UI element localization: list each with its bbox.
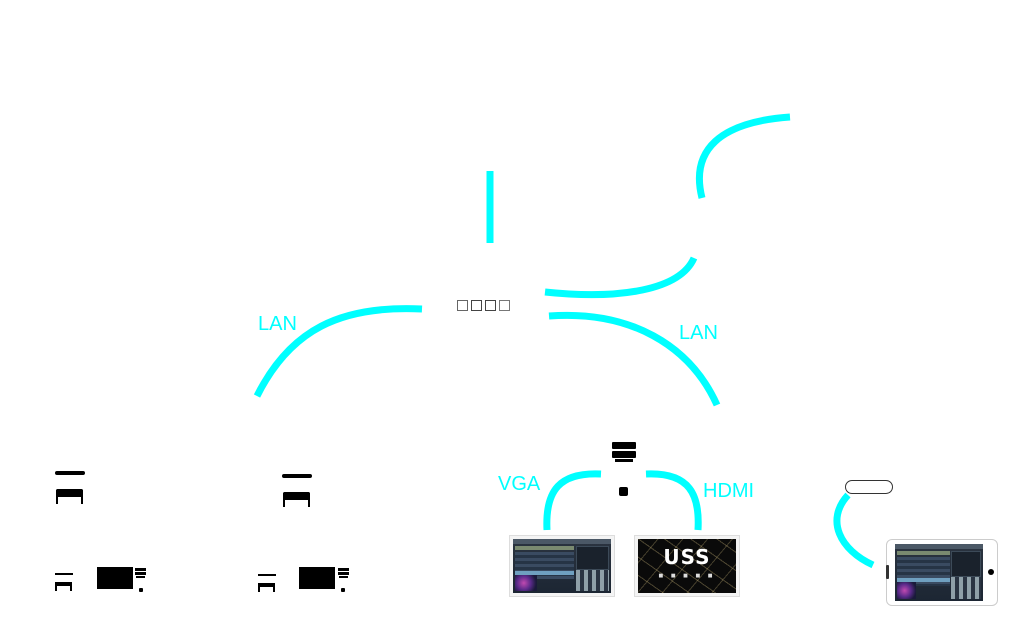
phone-icon: [886, 539, 998, 606]
dot-icon: [139, 588, 143, 592]
app-screenshot: [513, 539, 611, 593]
phone-side-button-icon: [886, 565, 889, 579]
hdmi-wire: [645, 470, 702, 531]
switch-port-icon: [485, 300, 496, 311]
server-mini-icon: [338, 568, 349, 578]
phone-home-button-icon: [988, 569, 994, 575]
hdmi-label: HDMI: [703, 480, 755, 502]
wan-wire-lower: [544, 256, 698, 299]
vga-display-thumbnail: [509, 535, 615, 597]
uss-logo-subtitle: ■ ■ ■ ■ ■: [658, 573, 716, 579]
monitor-small-icon: [55, 573, 73, 592]
mobile-connector-icon: [845, 480, 893, 494]
switch-port-icon: [457, 300, 468, 311]
lan-label-right: LAN: [679, 322, 718, 344]
lan-wire-right: [548, 311, 721, 407]
uss-logo: USS: [663, 545, 711, 569]
hdmi-display-thumbnail: USS ■ ■ ■ ■ ■: [634, 535, 740, 597]
server-mini-icon: [135, 568, 146, 578]
monitor-icon: [55, 471, 85, 505]
lan-wire-left: [253, 305, 423, 398]
logo-screenshot: USS ■ ■ ■ ■ ■: [638, 539, 736, 593]
switch-port-icon: [499, 300, 510, 311]
mobile-wire: [833, 492, 875, 569]
server-port-icon: [619, 487, 628, 496]
monitor-icon: [282, 474, 312, 508]
dot-icon: [341, 588, 345, 592]
vga-wire: [543, 470, 602, 531]
network-switch-icon: [457, 300, 510, 311]
wan-wire-upper: [695, 113, 791, 199]
server-icon: [612, 442, 636, 462]
lan-label-left: LAN: [258, 313, 297, 335]
display-icon: [299, 567, 335, 589]
monitor-small-icon: [258, 574, 276, 593]
display-icon: [97, 567, 133, 589]
vga-label: VGA: [498, 473, 541, 495]
switch-port-icon: [471, 300, 482, 311]
phone-app-screenshot: [895, 544, 983, 601]
